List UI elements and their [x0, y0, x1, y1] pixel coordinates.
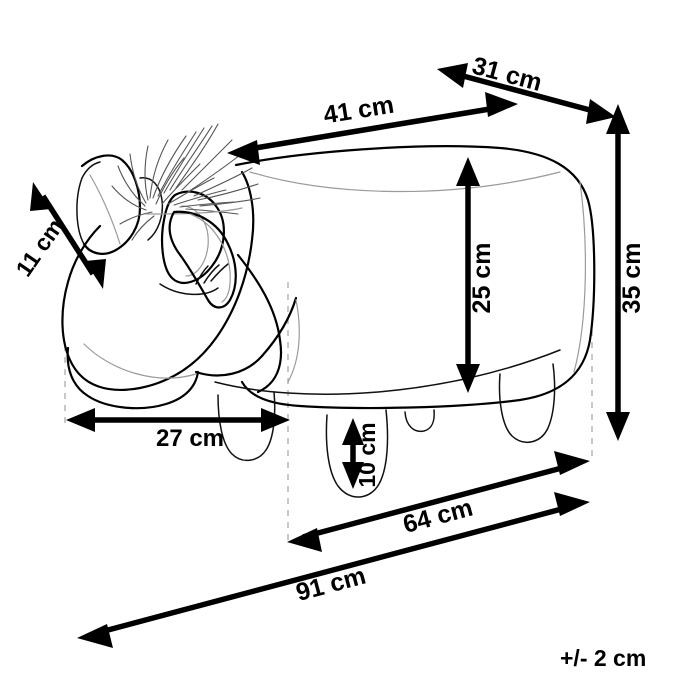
arrow-head-64-right: [554, 451, 590, 475]
arrow-head-41-start: [227, 140, 260, 165]
dim-label-25cm: 25 cm: [468, 243, 496, 314]
eyelash-2: [203, 264, 220, 284]
dimension-64cm: 64 cm: [287, 451, 590, 552]
arrow-head-25-top: [456, 157, 480, 186]
chest-seam: [287, 299, 300, 383]
eyelash-3: [210, 263, 229, 282]
dim-label-10cm: 10 cm: [354, 422, 380, 487]
dim-line-91: [92, 503, 574, 637]
dim-label-11cm: 11 cm: [10, 214, 68, 281]
arrow-head-35-top: [606, 104, 630, 134]
arrow-head-27-right: [261, 408, 290, 432]
dimension-91cm: 91 cm: [77, 492, 590, 648]
dimension-41cm: 41 cm: [227, 91, 518, 165]
snout-detail: [168, 210, 237, 309]
muzzle-seam: [83, 343, 197, 379]
arrow-head-31-end: [586, 99, 616, 124]
dim-line-64: [302, 462, 574, 540]
dimension-10cm: 10 cm: [342, 418, 380, 489]
guide-lines: [64, 282, 593, 546]
chest-outline: [236, 253, 283, 394]
horn-base: [76, 161, 101, 245]
leg-front-right: [325, 409, 389, 498]
arrow-head-10-top: [342, 418, 364, 445]
body-outline: [234, 145, 596, 410]
dim-label-41cm: 41 cm: [322, 91, 396, 130]
product-illustration: [61, 123, 596, 498]
dim-line-11: [40, 194, 96, 276]
body-rear-seam: [573, 181, 587, 373]
horn-secondary: [139, 177, 164, 241]
dim-line-31: [451, 70, 602, 116]
tolerance-note: +/- 2 cm: [560, 645, 646, 671]
dimension-27cm: 27 cm: [66, 408, 290, 452]
dimension-31cm: 31 cm: [437, 52, 616, 124]
snout-detail-seam: [189, 213, 231, 303]
dimension-35cm: 35 cm: [606, 104, 646, 441]
arrow-head-11-start: [30, 182, 51, 211]
ear-inner: [181, 205, 209, 277]
dimension-25cm: 25 cm: [456, 157, 496, 393]
body-top-seam: [249, 171, 561, 193]
arrow-head-25-bottom: [456, 364, 480, 393]
horn-seam: [89, 174, 121, 245]
arrow-head-27-left: [66, 408, 95, 432]
arrow-head-91-right: [554, 492, 590, 516]
dim-label-27cm: 27 cm: [156, 425, 224, 452]
arrow-head-35-bottom: [606, 412, 630, 441]
leg-rear: [498, 363, 556, 444]
arrow-head-31-start: [437, 63, 468, 88]
horn-outline: [80, 154, 142, 255]
leg-middle-nub: [404, 409, 435, 433]
head-outline: [61, 170, 255, 392]
mane-group: [111, 123, 261, 241]
jaw-to-chest: [194, 296, 298, 377]
arrow-head-10-bottom: [342, 462, 364, 489]
body-underside: [214, 349, 561, 395]
arrow-head-91-left: [77, 624, 113, 648]
arrow-head-41-end: [485, 92, 518, 117]
muzzle-outline: [66, 346, 200, 410]
eye-closed: [159, 283, 219, 296]
arrow-head-11-end: [85, 259, 106, 289]
dim-line-41: [242, 104, 503, 153]
arrow-head-64-left: [287, 528, 322, 552]
dim-label-35cm: 35 cm: [618, 243, 646, 314]
